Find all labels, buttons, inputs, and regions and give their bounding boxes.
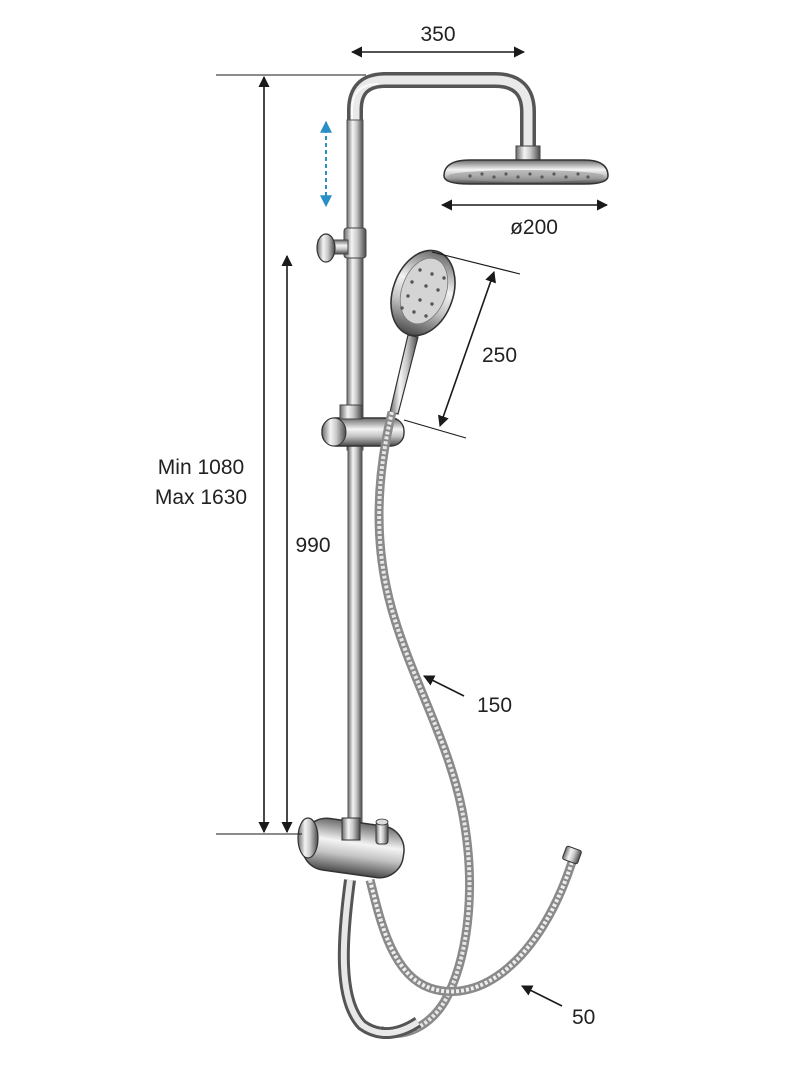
label-holder-height: 990 bbox=[295, 534, 330, 557]
label-arm-length: 350 bbox=[420, 23, 455, 46]
lower-pipe bbox=[337, 879, 422, 1040]
shower-hose bbox=[374, 410, 475, 1038]
label-height-min: Min 1080 bbox=[158, 456, 244, 479]
leader-connection: 50 bbox=[520, 985, 595, 1029]
label-height-max: Max 1630 bbox=[155, 486, 247, 509]
upper-riser-tube bbox=[346, 119, 364, 451]
dimension-holder-height: 990 bbox=[281, 254, 331, 834]
label-hand-shower: 250 bbox=[482, 344, 517, 367]
connection-hose bbox=[365, 845, 582, 996]
diverter-valve bbox=[297, 817, 405, 879]
dimension-hand-shower: 250 bbox=[403, 251, 521, 439]
dimension-head-diameter: ø200 bbox=[440, 199, 609, 239]
dimension-arm-length: 350 bbox=[350, 23, 526, 58]
label-connection: 50 bbox=[572, 1006, 595, 1029]
overhead-arm bbox=[347, 72, 536, 150]
riser-tube bbox=[347, 439, 363, 836]
head-shower bbox=[443, 145, 609, 185]
wall-bracket bbox=[316, 233, 349, 263]
label-hose-length: 150 bbox=[477, 694, 512, 717]
dimension-total-height: Min 1080 Max 1630 bbox=[155, 74, 366, 835]
label-head-diameter: ø200 bbox=[510, 216, 558, 239]
leader-hose-length: 150 bbox=[422, 675, 512, 717]
